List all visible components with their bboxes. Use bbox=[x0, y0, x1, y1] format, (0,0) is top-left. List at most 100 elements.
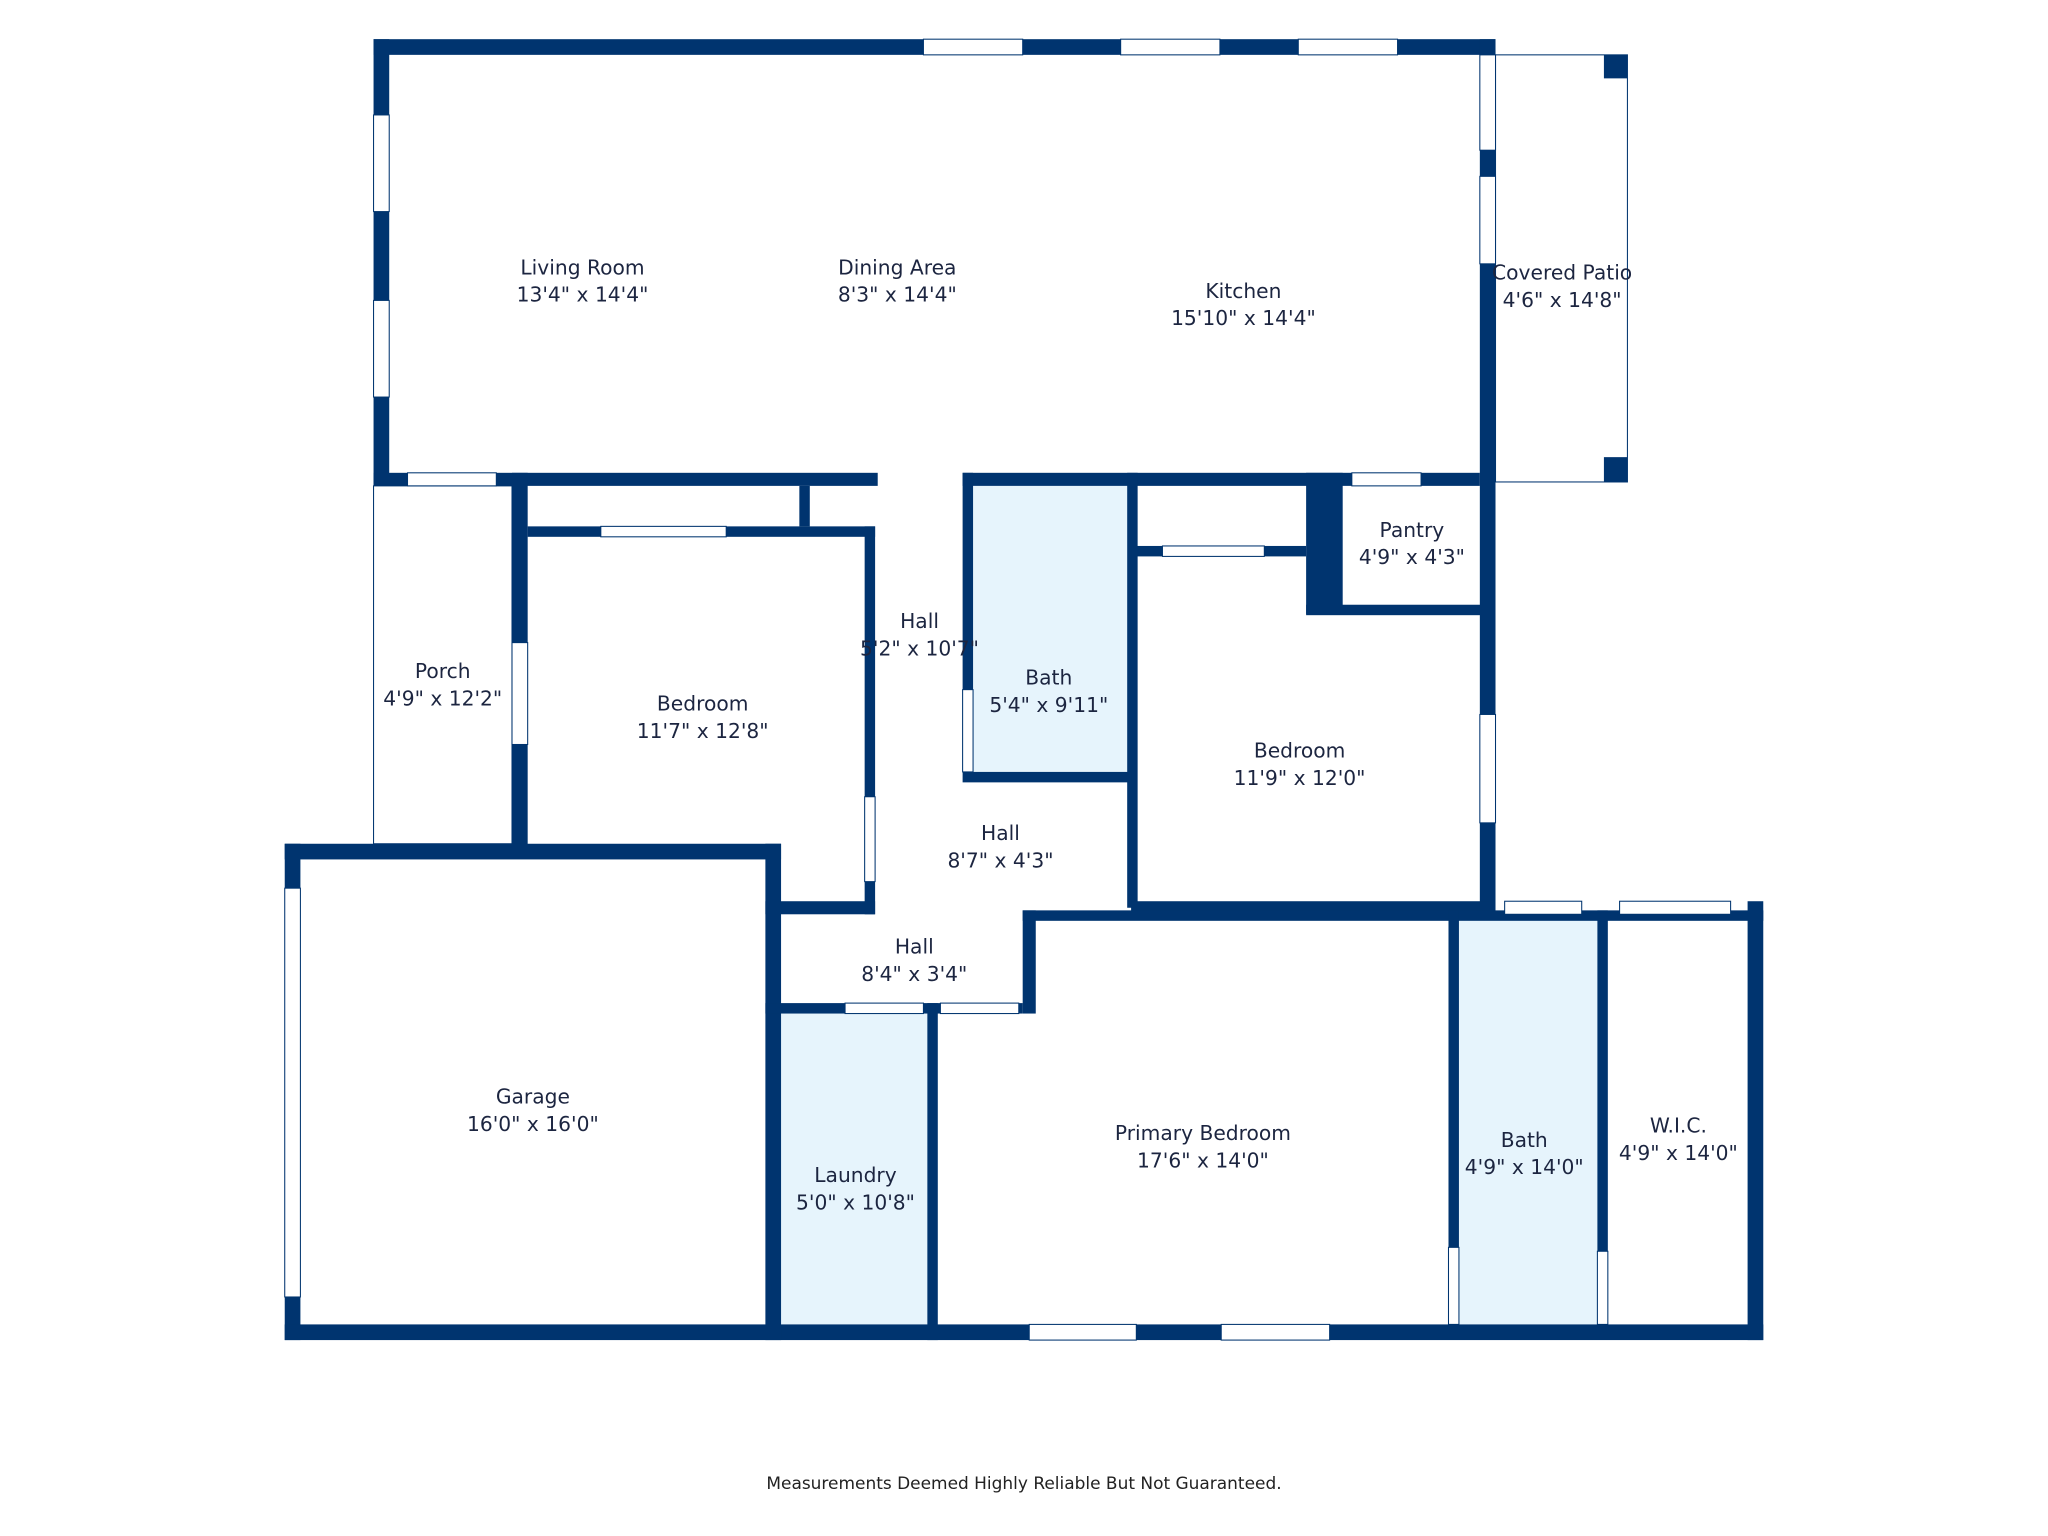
room-name: Primary Bedroom bbox=[1115, 1121, 1291, 1145]
wall bbox=[1448, 910, 1459, 1248]
window bbox=[1161, 545, 1265, 557]
wall bbox=[1603, 457, 1628, 482]
window bbox=[373, 114, 390, 213]
wall bbox=[927, 1003, 938, 1341]
window bbox=[1120, 38, 1221, 56]
room-name: Hall bbox=[981, 821, 1020, 845]
room-dims: 4'9" x 14'0" bbox=[1619, 1141, 1738, 1165]
room-dims: 15'10" x 14'4" bbox=[1171, 306, 1316, 330]
room-labels: Living Room 13'4" x 14'4" Dining Area 8'3" … bbox=[383, 255, 1738, 1214]
window bbox=[922, 38, 1024, 56]
wall bbox=[962, 472, 974, 690]
room-name: Bath bbox=[1501, 1128, 1548, 1152]
room-name: Kitchen bbox=[1205, 279, 1281, 303]
wall bbox=[864, 526, 876, 797]
wall bbox=[1022, 910, 1764, 921]
room-label: Bedroom 11'9" x 12'0" bbox=[1234, 739, 1366, 790]
room-label: Living Room 13'4" x 14'4" bbox=[517, 255, 649, 306]
window bbox=[844, 1002, 924, 1015]
window bbox=[864, 796, 876, 883]
room-label: Dining Area 8'3" x 14'4" bbox=[838, 255, 957, 306]
room-label: Porch 4'9" x 12'2" bbox=[383, 659, 502, 710]
window bbox=[1351, 472, 1422, 487]
window bbox=[284, 887, 301, 1298]
wall bbox=[1603, 54, 1628, 79]
wall bbox=[799, 485, 810, 527]
room-dims: 13'4" x 14'4" bbox=[517, 283, 649, 307]
room-name: Covered Patio bbox=[1492, 261, 1632, 285]
window bbox=[1028, 1323, 1137, 1341]
wall bbox=[962, 771, 1132, 783]
room-dims: 4'9" x 4'3" bbox=[1359, 545, 1465, 569]
room-label: Bath 5'4" x 9'11" bbox=[989, 665, 1108, 716]
window bbox=[1447, 1246, 1460, 1325]
wall bbox=[1127, 472, 1138, 908]
room-dims: 4'6" x 14'8" bbox=[1503, 288, 1622, 312]
room-name: Dining Area bbox=[838, 255, 956, 279]
room-label: Hall 8'4" x 3'4" bbox=[861, 934, 967, 985]
wall bbox=[373, 472, 878, 486]
wall bbox=[1306, 472, 1343, 614]
wall bbox=[765, 843, 782, 1341]
room-name: Bedroom bbox=[1254, 739, 1346, 763]
wall bbox=[1022, 910, 1036, 1014]
room-dims: 5'0" x 10'8" bbox=[796, 1190, 915, 1214]
room-dims: 17'6" x 14'0" bbox=[1137, 1149, 1269, 1173]
wall bbox=[962, 472, 1480, 486]
windows bbox=[284, 38, 1732, 1341]
room-dims: 5'4" x 9'11" bbox=[989, 693, 1108, 717]
room-dims: 4'9" x 12'2" bbox=[383, 686, 502, 710]
bath-fill bbox=[973, 485, 1128, 772]
window bbox=[600, 525, 727, 538]
window bbox=[406, 472, 497, 487]
wall bbox=[284, 843, 301, 889]
room-name: Living Room bbox=[520, 255, 644, 279]
room-name: W.I.C. bbox=[1650, 1113, 1707, 1137]
window bbox=[373, 299, 390, 398]
wall bbox=[864, 881, 876, 915]
window bbox=[1220, 1323, 1331, 1341]
room-dims: 11'9" x 12'0" bbox=[1234, 766, 1366, 790]
bath-fill bbox=[1458, 916, 1598, 1325]
window bbox=[1479, 713, 1497, 824]
wall bbox=[765, 901, 876, 915]
window bbox=[1479, 54, 1497, 151]
window bbox=[1596, 1250, 1609, 1325]
room-name: Laundry bbox=[814, 1163, 896, 1187]
room-label: Kitchen 15'10" x 14'4" bbox=[1171, 279, 1316, 330]
room-name: Bath bbox=[1025, 665, 1072, 689]
room-dims: 8'7" x 4'3" bbox=[947, 848, 1053, 872]
window bbox=[1619, 900, 1732, 915]
room-dims: 16'0" x 16'0" bbox=[467, 1112, 599, 1136]
window bbox=[1504, 900, 1583, 915]
room-label: Hall 8'7" x 4'3" bbox=[947, 821, 1053, 872]
wall bbox=[1479, 39, 1496, 55]
room-label: Primary Bedroom 17'6" x 14'0" bbox=[1115, 1121, 1291, 1172]
window bbox=[1479, 175, 1497, 265]
room-dims: 4'9" x 14'0" bbox=[1465, 1155, 1584, 1179]
room-name: Porch bbox=[415, 659, 471, 683]
window bbox=[962, 689, 974, 773]
wall bbox=[1597, 910, 1608, 1252]
room-label: W.I.C. 4'9" x 14'0" bbox=[1619, 1113, 1738, 1164]
wall bbox=[284, 1324, 1764, 1341]
bath-fill bbox=[781, 1013, 928, 1325]
room-name: Hall bbox=[900, 609, 939, 633]
room-label: Laundry 5'0" x 10'8" bbox=[796, 1163, 915, 1214]
room-label: Garage 16'0" x 16'0" bbox=[467, 1085, 599, 1136]
wall bbox=[373, 39, 390, 486]
room-name: Bedroom bbox=[657, 692, 749, 716]
room-name: Pantry bbox=[1380, 518, 1445, 542]
room-name: Garage bbox=[496, 1085, 570, 1109]
room-name: Hall bbox=[895, 934, 934, 958]
room-label: Covered Patio 4'6" x 14'8" bbox=[1492, 261, 1632, 312]
room-dims: 8'3" x 14'4" bbox=[838, 283, 957, 307]
wall bbox=[1747, 901, 1764, 1341]
room-dims: 8'4" x 3'4" bbox=[861, 962, 967, 986]
room-label: Bath 4'9" x 14'0" bbox=[1465, 1128, 1584, 1179]
window bbox=[1297, 38, 1399, 56]
window bbox=[939, 1002, 1020, 1015]
